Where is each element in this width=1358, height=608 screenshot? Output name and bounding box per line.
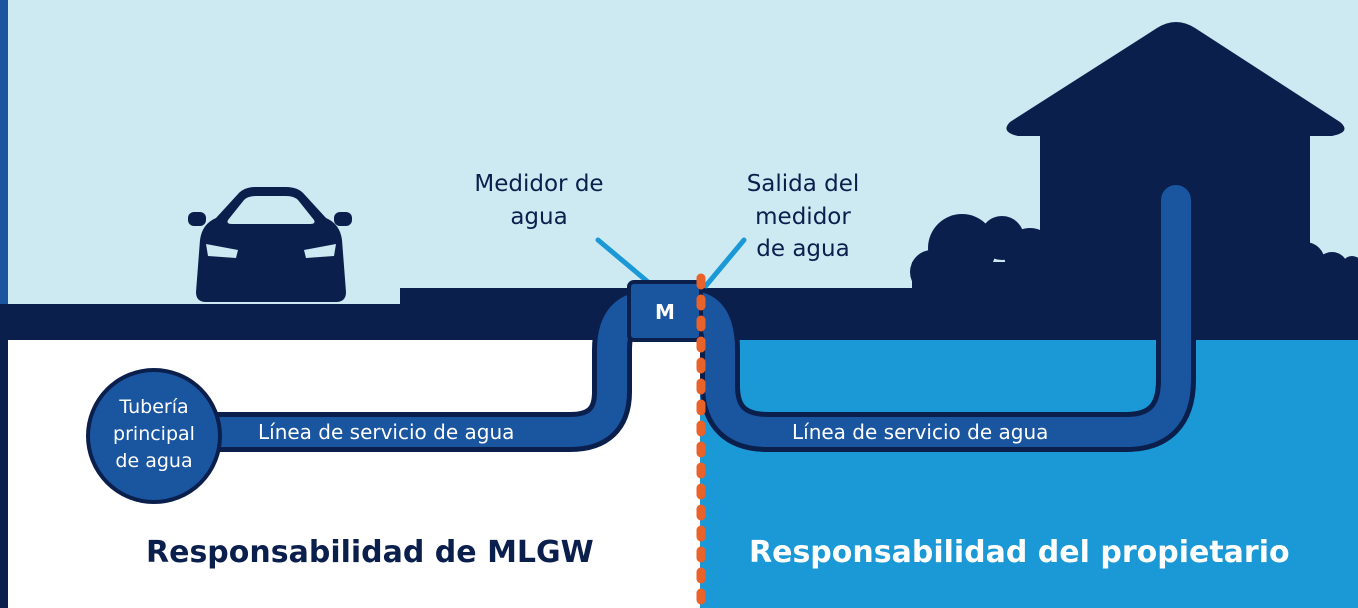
service-line-right-label: Línea de servicio de agua [792, 420, 1049, 444]
owner-zone [700, 340, 1358, 608]
car-icon [188, 187, 352, 302]
owner-responsibility-heading: Responsabilidad del propietario [749, 535, 1290, 570]
meter-callout-label: Medidor de agua [474, 171, 604, 230]
water-meter-icon [627, 280, 703, 342]
house-icon [1006, 22, 1345, 300]
left-edge-bar-lower [0, 340, 8, 608]
meter-outlet-callout-label: Salida del medidor de agua [746, 171, 860, 263]
meter-callout-line [595, 237, 651, 285]
service-line-right [675, 185, 1191, 447]
meter-symbol: M [655, 300, 675, 324]
outlet-callout-line [701, 237, 747, 291]
left-edge-bar [0, 0, 8, 340]
water-main-label: Tubería principal de agua [113, 396, 195, 472]
water-main-icon [86, 368, 222, 504]
mlgw-responsibility-heading: Responsabilidad de MLGW [146, 535, 594, 570]
service-line-left-label: Línea de servicio de agua [258, 420, 515, 444]
